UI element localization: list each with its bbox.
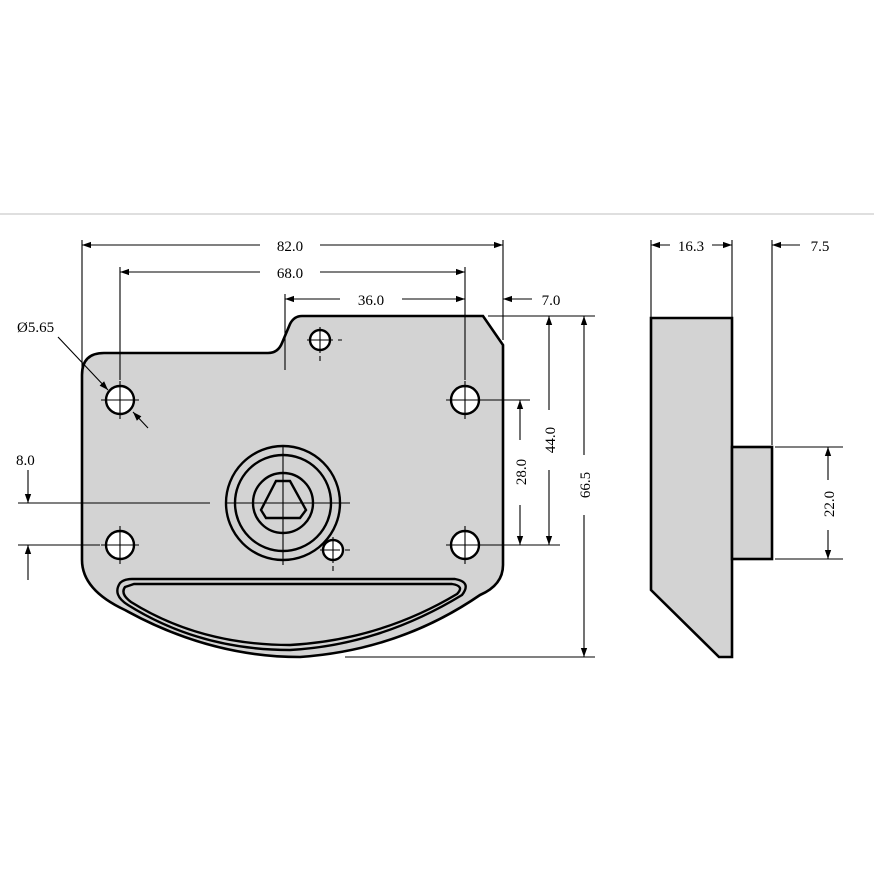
dimension-lines (18, 240, 595, 658)
dim-tab-offset: 36.0 (358, 293, 384, 309)
dim-center-offset: 8.0 (16, 453, 35, 469)
dim-hole-spacing-x: 68.0 (277, 266, 303, 282)
dim-edge-offset: 7.0 (542, 293, 561, 309)
dim-hole-spacing-y: 28.0 (514, 459, 530, 485)
dim-thickness: 16.3 (678, 239, 704, 255)
triangle-key-icon (259, 479, 308, 520)
finger-slot (116, 577, 467, 652)
center-lines (101, 327, 484, 571)
side-body (649, 316, 734, 659)
side-dimension-lines (650, 240, 843, 560)
dim-boss-depth: 7.5 (811, 239, 830, 255)
side-boss (730, 445, 774, 561)
front-view: 82.0 68.0 36.0 7.0 28.0 44.0 66.5 8.0 Ø5… (16, 239, 595, 659)
side-view: 16.3 7.5 22.0 (649, 239, 843, 659)
dim-hole-diameter: Ø5.65 (17, 320, 54, 336)
dim-overall-width: 82.0 (277, 239, 303, 255)
dim-overall-height: 66.5 (578, 472, 594, 498)
dim-top-to-holes: 44.0 (543, 427, 559, 453)
finger-slot-inner (122, 582, 462, 647)
dim-boss-height: 22.0 (822, 491, 838, 517)
